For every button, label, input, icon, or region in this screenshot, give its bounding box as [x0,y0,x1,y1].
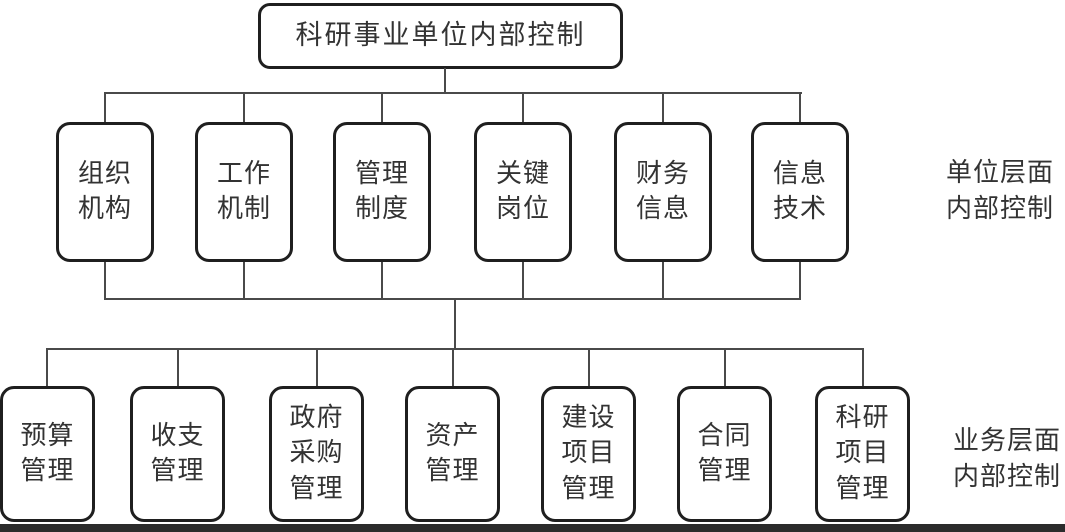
level2-node: 政府 采购 管理 [269,386,364,522]
connector-bus-level1-top [105,92,802,94]
level1-node: 信息 技术 [751,122,849,262]
connector-stub [104,92,106,123]
connector-stub [243,92,245,123]
connector-stub [177,348,179,387]
level1-node: 财务 信息 [614,122,712,262]
bottom-edge-bar [0,524,1065,532]
connector-bus-level1-bottom [104,298,801,300]
connector-stub [522,92,524,123]
connector-stub [799,92,801,123]
level2-node: 建设 项目 管理 [541,386,636,522]
root-node: 科研事业单位内部控制 [258,3,623,69]
connector-stub [588,348,590,387]
level2-node: 合同 管理 [677,386,772,522]
level1-side-label: 单位层面 内部控制 [946,158,1055,224]
connector-stub [46,348,48,387]
connector-stub [381,92,383,123]
connector-bus-level2-top [47,348,864,350]
connector-stub [316,348,318,387]
connector-mid-down [454,298,456,349]
connector-stub [243,262,245,300]
level1-node: 工作 机制 [195,122,293,262]
connector-stub [724,348,726,387]
connector-stub [381,262,383,300]
connector-stub [862,348,864,387]
connector-stub [452,348,454,387]
connector-stub [104,262,106,300]
connector-stub [662,92,664,123]
level1-node: 组织 机构 [56,122,154,262]
level2-side-label: 业务层面 内部控制 [953,426,1062,492]
connector-stub [522,262,524,300]
level1-node: 管理 制度 [333,122,431,262]
level2-node: 科研 项目 管理 [815,386,910,522]
connector-stub [662,262,664,300]
level1-node: 关键 岗位 [474,122,572,262]
level2-node: 预算 管理 [0,386,95,522]
level2-node: 收支 管理 [130,386,225,522]
connector-root-down [444,68,446,93]
level2-node: 资产 管理 [405,386,500,522]
connector-stub [799,262,801,300]
